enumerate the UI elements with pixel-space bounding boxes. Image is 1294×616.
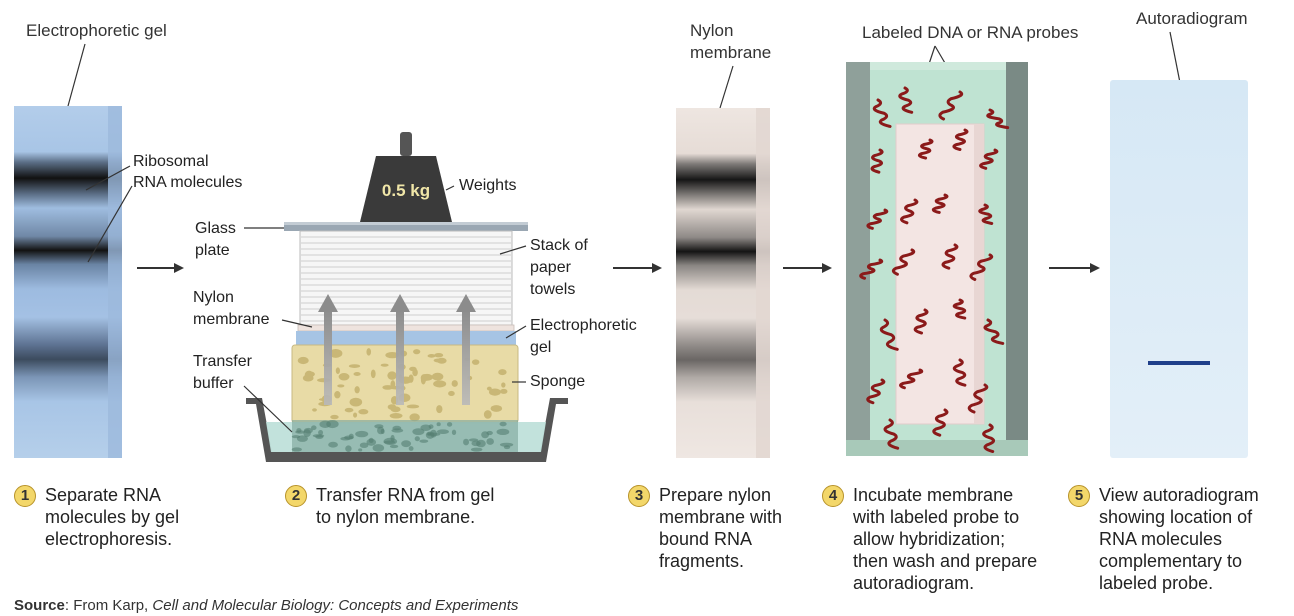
- step-1-number: 1: [14, 485, 36, 507]
- nylon-title-2: membrane: [690, 43, 771, 62]
- gel-panel: Electrophoretic gel Ribosomal RNA molecu…: [14, 21, 242, 458]
- source-prefix: : From Karp,: [64, 597, 153, 614]
- source-label: Source: [14, 597, 65, 614]
- nylon-side-label-1: Nylon: [193, 289, 234, 306]
- autoradiogram-title: Autoradiogram: [1136, 9, 1248, 28]
- step-5: 5 View autoradiogram showing location of…: [1068, 484, 1259, 594]
- step-5-number: 5: [1068, 485, 1090, 507]
- nylon-membrane: [676, 108, 770, 458]
- labeled-probes: [859, 86, 1010, 454]
- step-3: 3 Prepare nylon membrane with bound RNA …: [628, 484, 782, 572]
- glass-plate: [284, 222, 528, 231]
- gel-side-label-2: gel: [530, 339, 551, 356]
- step-4-number: 4: [822, 485, 844, 507]
- ribosomal-label-1: Ribosomal: [133, 153, 209, 170]
- step-2: 2 Transfer RNA from gel to nylon membran…: [285, 484, 494, 528]
- arrow-3: [783, 263, 832, 273]
- hybridization-panel: Labeled DNA or RNA probes: [846, 23, 1078, 456]
- transfer-arrows: [318, 294, 476, 405]
- step-4: 4 Incubate membrane with labeled probe t…: [822, 484, 1037, 594]
- arrow-4: [1049, 263, 1100, 273]
- gel-layer: [296, 331, 516, 345]
- glass-label-1: Glass: [195, 220, 236, 237]
- ribosomal-label-2: RNA molecules: [133, 174, 242, 191]
- electrophoretic-gel: [14, 106, 122, 458]
- source-book: Cell and Molecular Biology: Concepts and…: [152, 597, 519, 614]
- autoradiogram-film: [1110, 80, 1248, 458]
- step-1: 1 Separate RNA molecules by gel electrop…: [14, 484, 179, 550]
- probes-title: Labeled DNA or RNA probes: [862, 23, 1078, 42]
- step-4-text: Incubate membrane with labeled probe to …: [853, 485, 1038, 593]
- weights-label: Weights: [459, 177, 517, 194]
- step-2-text: Transfer RNA from gel to nylon membrane.: [316, 485, 495, 527]
- stack-label-2: paper: [530, 259, 572, 276]
- nylon-side-label-2: membrane: [193, 311, 270, 328]
- transfer-apparatus: 0.5 kg Weights Glass: [193, 132, 637, 462]
- northern-blot-diagram: Electrophoretic gel Ribosomal RNA molecu…: [14, 9, 1248, 462]
- gel-title: Electrophoretic gel: [26, 21, 167, 40]
- transfer-label-2: buffer: [193, 375, 234, 392]
- source-credit: Source: From Karp, Cell and Molecular Bi…: [14, 597, 518, 614]
- step-2-number: 2: [285, 485, 307, 507]
- weight-value: 0.5 kg: [382, 181, 430, 200]
- autoradiogram-band: [1148, 361, 1210, 365]
- buffer-tray: [246, 398, 568, 462]
- stack-label-3: towels: [530, 281, 575, 298]
- nylon-panel: Nylon membrane: [676, 21, 771, 458]
- nylon-title-1: Nylon: [690, 21, 733, 40]
- gel-side-label-1: Electrophoretic: [530, 317, 637, 334]
- step-3-text: Prepare nylon membrane with bound RNA fr…: [659, 485, 783, 571]
- sponge-label: Sponge: [530, 373, 585, 390]
- weight: [360, 156, 452, 222]
- stack-label-1: Stack of: [530, 237, 588, 254]
- transfer-label-1: Transfer: [193, 353, 253, 370]
- glass-label-2: plate: [195, 242, 230, 259]
- arrow-1: [137, 263, 184, 273]
- autoradiogram-panel: Autoradiogram: [1110, 9, 1248, 458]
- step-1-text: Separate RNA molecules by gel electropho…: [45, 485, 180, 549]
- arrow-2: [613, 263, 662, 273]
- step-5-text: View autoradiogram showing location of R…: [1099, 485, 1259, 593]
- step-3-number: 3: [628, 485, 650, 507]
